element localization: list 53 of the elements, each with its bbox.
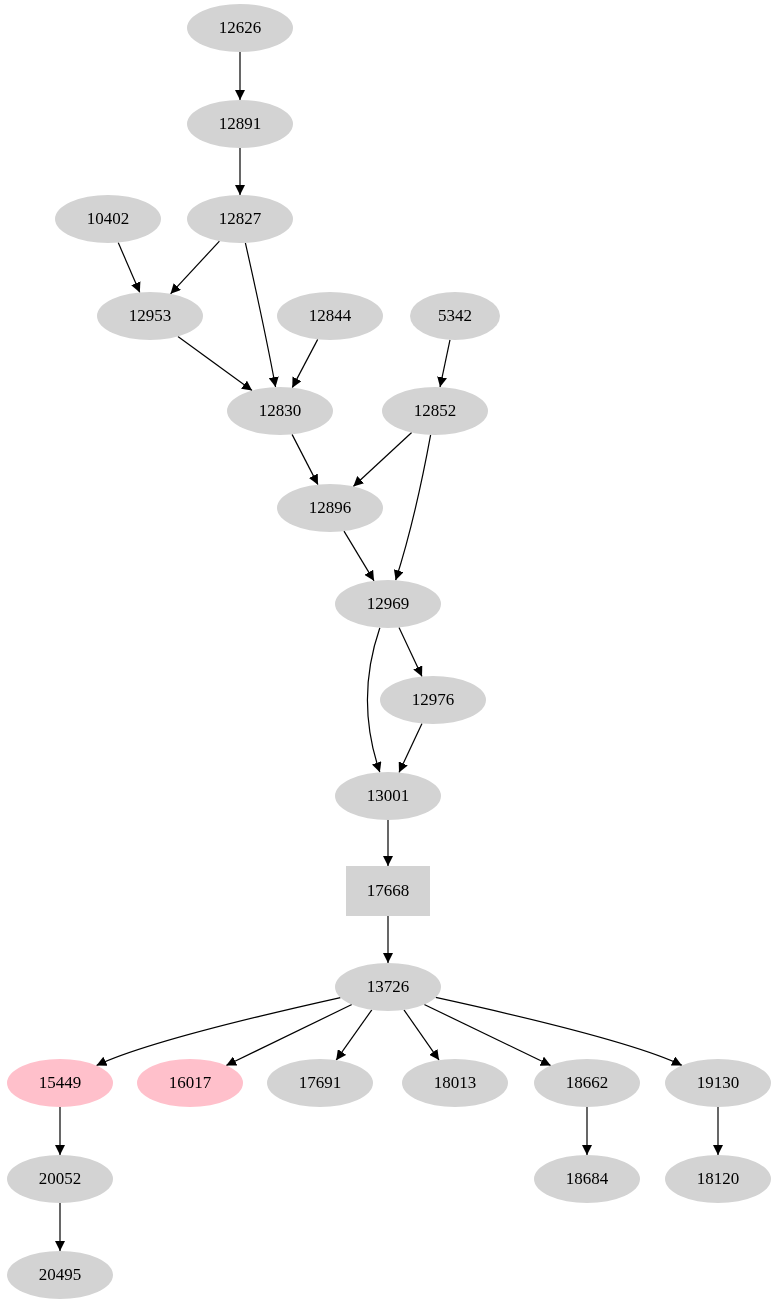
arrow — [117, 241, 141, 294]
node-label: 18120 — [696, 1169, 740, 1189]
arrow — [393, 434, 432, 581]
node-label: 12969 — [366, 594, 410, 614]
arrow — [582, 1106, 592, 1156]
arrow — [366, 627, 382, 773]
node-label: 12953 — [128, 306, 172, 326]
arrow — [177, 335, 253, 392]
node-label: 13726 — [366, 977, 410, 997]
node-label: 12827 — [218, 209, 262, 229]
node-label: 12896 — [308, 498, 352, 518]
arrow — [343, 530, 375, 582]
node-label: 20495 — [38, 1265, 82, 1285]
node-label: 17668 — [366, 881, 410, 901]
node-label: 16017 — [168, 1073, 212, 1093]
node-label: 12626 — [218, 18, 262, 38]
arrow — [55, 1202, 65, 1252]
arrow — [225, 1003, 353, 1067]
arrow — [435, 996, 683, 1066]
rectangle-node — [346, 866, 430, 916]
node-label: 12891 — [218, 114, 262, 134]
node-label: 13001 — [366, 786, 410, 806]
node-label: 19130 — [696, 1073, 740, 1093]
node-label: 10402 — [86, 209, 130, 229]
arrow — [352, 431, 413, 488]
node-label: 17691 — [298, 1073, 342, 1093]
node-label: 12852 — [413, 401, 457, 421]
arrow — [383, 915, 393, 964]
arrow — [291, 338, 319, 389]
node-label: 5342 — [438, 306, 472, 326]
arrow — [244, 242, 279, 388]
arrow — [713, 1106, 723, 1156]
node-label: 18013 — [433, 1073, 477, 1093]
node-label: 12830 — [258, 401, 302, 421]
arrow — [398, 722, 423, 774]
arrow — [291, 433, 319, 486]
node-label: 18684 — [565, 1169, 609, 1189]
arrow — [403, 1009, 440, 1061]
arrow — [335, 1009, 373, 1061]
node-label: 18662 — [565, 1073, 609, 1093]
arrow — [169, 240, 221, 295]
node-label: 12844 — [308, 306, 352, 326]
arrow — [55, 1106, 65, 1156]
node-label: 20052 — [38, 1169, 82, 1189]
arrow — [437, 339, 451, 388]
arrow — [235, 147, 245, 196]
arrow — [398, 626, 423, 678]
node-label: 15449 — [38, 1073, 82, 1093]
arrow — [235, 51, 245, 101]
arrow — [423, 1003, 552, 1067]
arrow — [95, 997, 342, 1067]
node-label: 12976 — [411, 690, 455, 710]
arrow — [383, 819, 393, 867]
